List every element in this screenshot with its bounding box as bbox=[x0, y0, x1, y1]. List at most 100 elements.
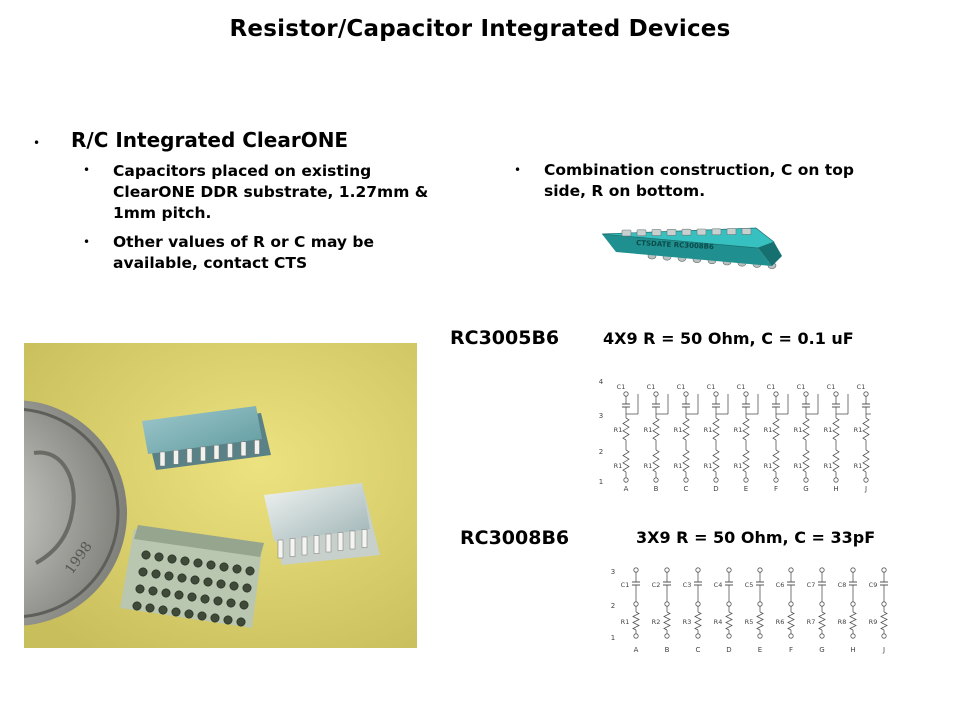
pin-label: H bbox=[850, 646, 855, 654]
photo-pin bbox=[227, 443, 233, 458]
cap-label: C1 bbox=[617, 383, 626, 391]
text-line: available, contact CTS bbox=[113, 254, 308, 272]
res-label: R9 bbox=[869, 618, 878, 626]
resistor bbox=[849, 611, 857, 631]
combination-bullet: Combination construction, C on top side,… bbox=[544, 160, 854, 202]
photo-solder-ball bbox=[164, 571, 174, 581]
photo-solder-ball bbox=[171, 607, 181, 617]
pin-label: D bbox=[726, 646, 731, 654]
cap-label: C1 bbox=[857, 383, 866, 391]
res-label: R1 bbox=[854, 462, 863, 470]
pin-top bbox=[833, 391, 839, 397]
resistor bbox=[832, 449, 840, 473]
cap-label: C3 bbox=[683, 581, 692, 589]
resistor bbox=[632, 611, 640, 631]
photo-solder-ball bbox=[203, 577, 213, 587]
chip-capacitor bbox=[621, 229, 632, 237]
pin-bottom bbox=[623, 477, 629, 483]
photo-pin bbox=[173, 450, 179, 465]
photo-solder-ball bbox=[174, 590, 184, 600]
part-name-rc3008b6: RC3008B6 bbox=[460, 527, 570, 549]
res-label: R1 bbox=[644, 462, 653, 470]
part-name-rc3005b6: RC3005B6 bbox=[450, 327, 560, 349]
resistor bbox=[622, 449, 630, 473]
photo-solder-ball bbox=[229, 581, 239, 591]
resistor bbox=[756, 611, 764, 631]
pin-bottom bbox=[633, 633, 639, 639]
pin-top bbox=[863, 391, 869, 397]
cap-label: C8 bbox=[838, 581, 847, 589]
pin-bottom bbox=[863, 477, 869, 483]
text-line: ClearONE DDR substrate, 1.27mm & bbox=[113, 183, 429, 201]
cap-label: C4 bbox=[714, 581, 723, 589]
bullet-dot: • bbox=[83, 235, 91, 249]
res-label: R6 bbox=[776, 618, 785, 626]
pin-mid bbox=[850, 601, 856, 607]
cap-label: C1 bbox=[797, 383, 806, 391]
pin-top bbox=[726, 567, 732, 573]
pin-top bbox=[713, 391, 719, 397]
resistor bbox=[663, 611, 671, 631]
pin-bottom bbox=[773, 477, 779, 483]
sub-bullet-capacitors: Capacitors placed on existing ClearONE D… bbox=[113, 161, 428, 224]
photo-solder-ball bbox=[177, 573, 187, 583]
photo-solder-ball bbox=[151, 569, 161, 579]
res-label: R1 bbox=[621, 618, 630, 626]
device-photo: 1998 bbox=[24, 343, 417, 648]
photo-pin bbox=[337, 532, 344, 551]
res-label: R2 bbox=[652, 618, 661, 626]
photo-solder-ball bbox=[135, 584, 145, 594]
photo-solder-ball bbox=[145, 603, 155, 613]
pin-label: G bbox=[819, 646, 824, 654]
res-label: R1 bbox=[674, 426, 683, 434]
chip-capacitor bbox=[726, 228, 737, 235]
photo-pin bbox=[186, 448, 193, 463]
photo-solder-ball bbox=[200, 594, 210, 604]
res-label: R3 bbox=[683, 618, 692, 626]
pin-label: A bbox=[634, 646, 639, 654]
cap-label: C1 bbox=[677, 383, 686, 391]
pin-bottom bbox=[850, 633, 856, 639]
chip-capacitor bbox=[741, 228, 752, 235]
pin-label: J bbox=[864, 485, 867, 493]
res-label: R1 bbox=[734, 462, 743, 470]
cap-label: C7 bbox=[807, 581, 816, 589]
pin-label: B bbox=[654, 485, 659, 493]
photo-solder-ball bbox=[245, 566, 255, 576]
resistor bbox=[832, 417, 840, 441]
photo-solder-ball bbox=[138, 567, 148, 577]
res-label: R1 bbox=[644, 426, 653, 434]
cap-label: C1 bbox=[737, 383, 746, 391]
pin-label: F bbox=[789, 646, 793, 654]
pin-top bbox=[664, 567, 670, 573]
pin-bottom bbox=[803, 477, 809, 483]
pin-label: C bbox=[696, 646, 701, 654]
resistor bbox=[742, 417, 750, 441]
pin-bottom bbox=[653, 477, 659, 483]
pin-top bbox=[743, 391, 749, 397]
pin-top bbox=[803, 391, 809, 397]
cap-label: C2 bbox=[652, 581, 661, 589]
photo-chip-white bbox=[264, 483, 380, 565]
pin-mid bbox=[633, 601, 639, 607]
photo-solder-ball bbox=[242, 583, 252, 593]
photo-solder-ball bbox=[232, 564, 242, 574]
text-line: Other values of R or C may be bbox=[113, 233, 375, 251]
pin-top bbox=[683, 391, 689, 397]
photo-solder-ball bbox=[197, 611, 207, 621]
pin-bottom bbox=[664, 633, 670, 639]
pin-top bbox=[788, 567, 794, 573]
resistor bbox=[772, 417, 780, 441]
pin-top bbox=[850, 567, 856, 573]
res-label: R1 bbox=[614, 426, 623, 434]
cap-label: C9 bbox=[869, 581, 878, 589]
node-label: 1 bbox=[599, 478, 603, 486]
resistor bbox=[682, 449, 690, 473]
photo-solder-ball bbox=[239, 600, 249, 610]
pin-label: A bbox=[624, 485, 629, 493]
pin-bottom bbox=[881, 633, 887, 639]
pin-top bbox=[773, 391, 779, 397]
pin-top bbox=[819, 567, 825, 573]
cap-label: C1 bbox=[621, 581, 630, 589]
photo-solder-ball bbox=[193, 558, 203, 568]
